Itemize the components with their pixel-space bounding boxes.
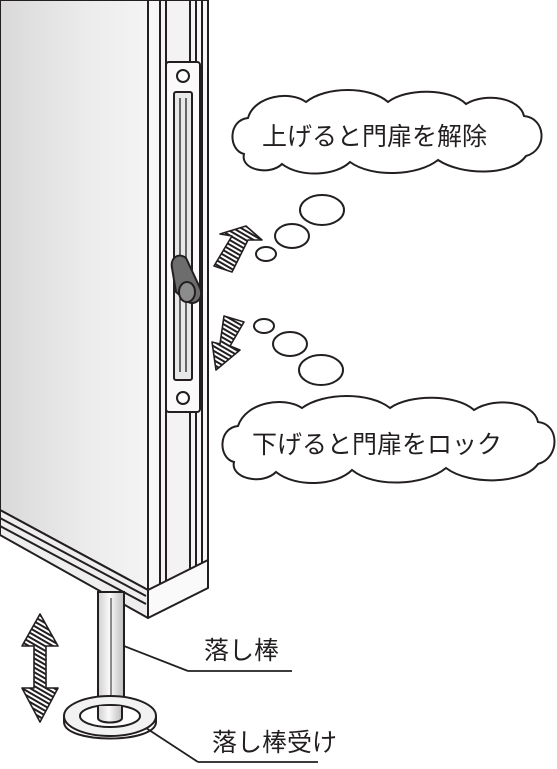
leader-drop-rod-receiver (145, 727, 318, 763)
arrow-updown-icon (21, 613, 59, 723)
label-drop-rod-receiver: 落し棒受け (212, 728, 338, 757)
bubble-dots-upper (255, 194, 345, 262)
bubble-raise (231, 89, 543, 175)
bubble-dots-lower (253, 318, 344, 386)
latch-knob[interactable] (170, 254, 202, 304)
screw-top (176, 69, 190, 83)
arrow-up-icon (213, 225, 263, 273)
arrow-down-icon (211, 315, 245, 371)
screw-bottom (176, 391, 190, 405)
leader-drop-rod (123, 645, 292, 672)
latch-plate (165, 61, 201, 413)
bubble-lower (221, 395, 556, 484)
label-lower-to-lock: 下げると門扉をロック (252, 430, 503, 459)
drop-rod-receiver (63, 695, 157, 740)
label-raise-to-release: 上げると門扉を解除 (262, 122, 488, 151)
label-drop-rod: 落し棒 (204, 636, 280, 665)
